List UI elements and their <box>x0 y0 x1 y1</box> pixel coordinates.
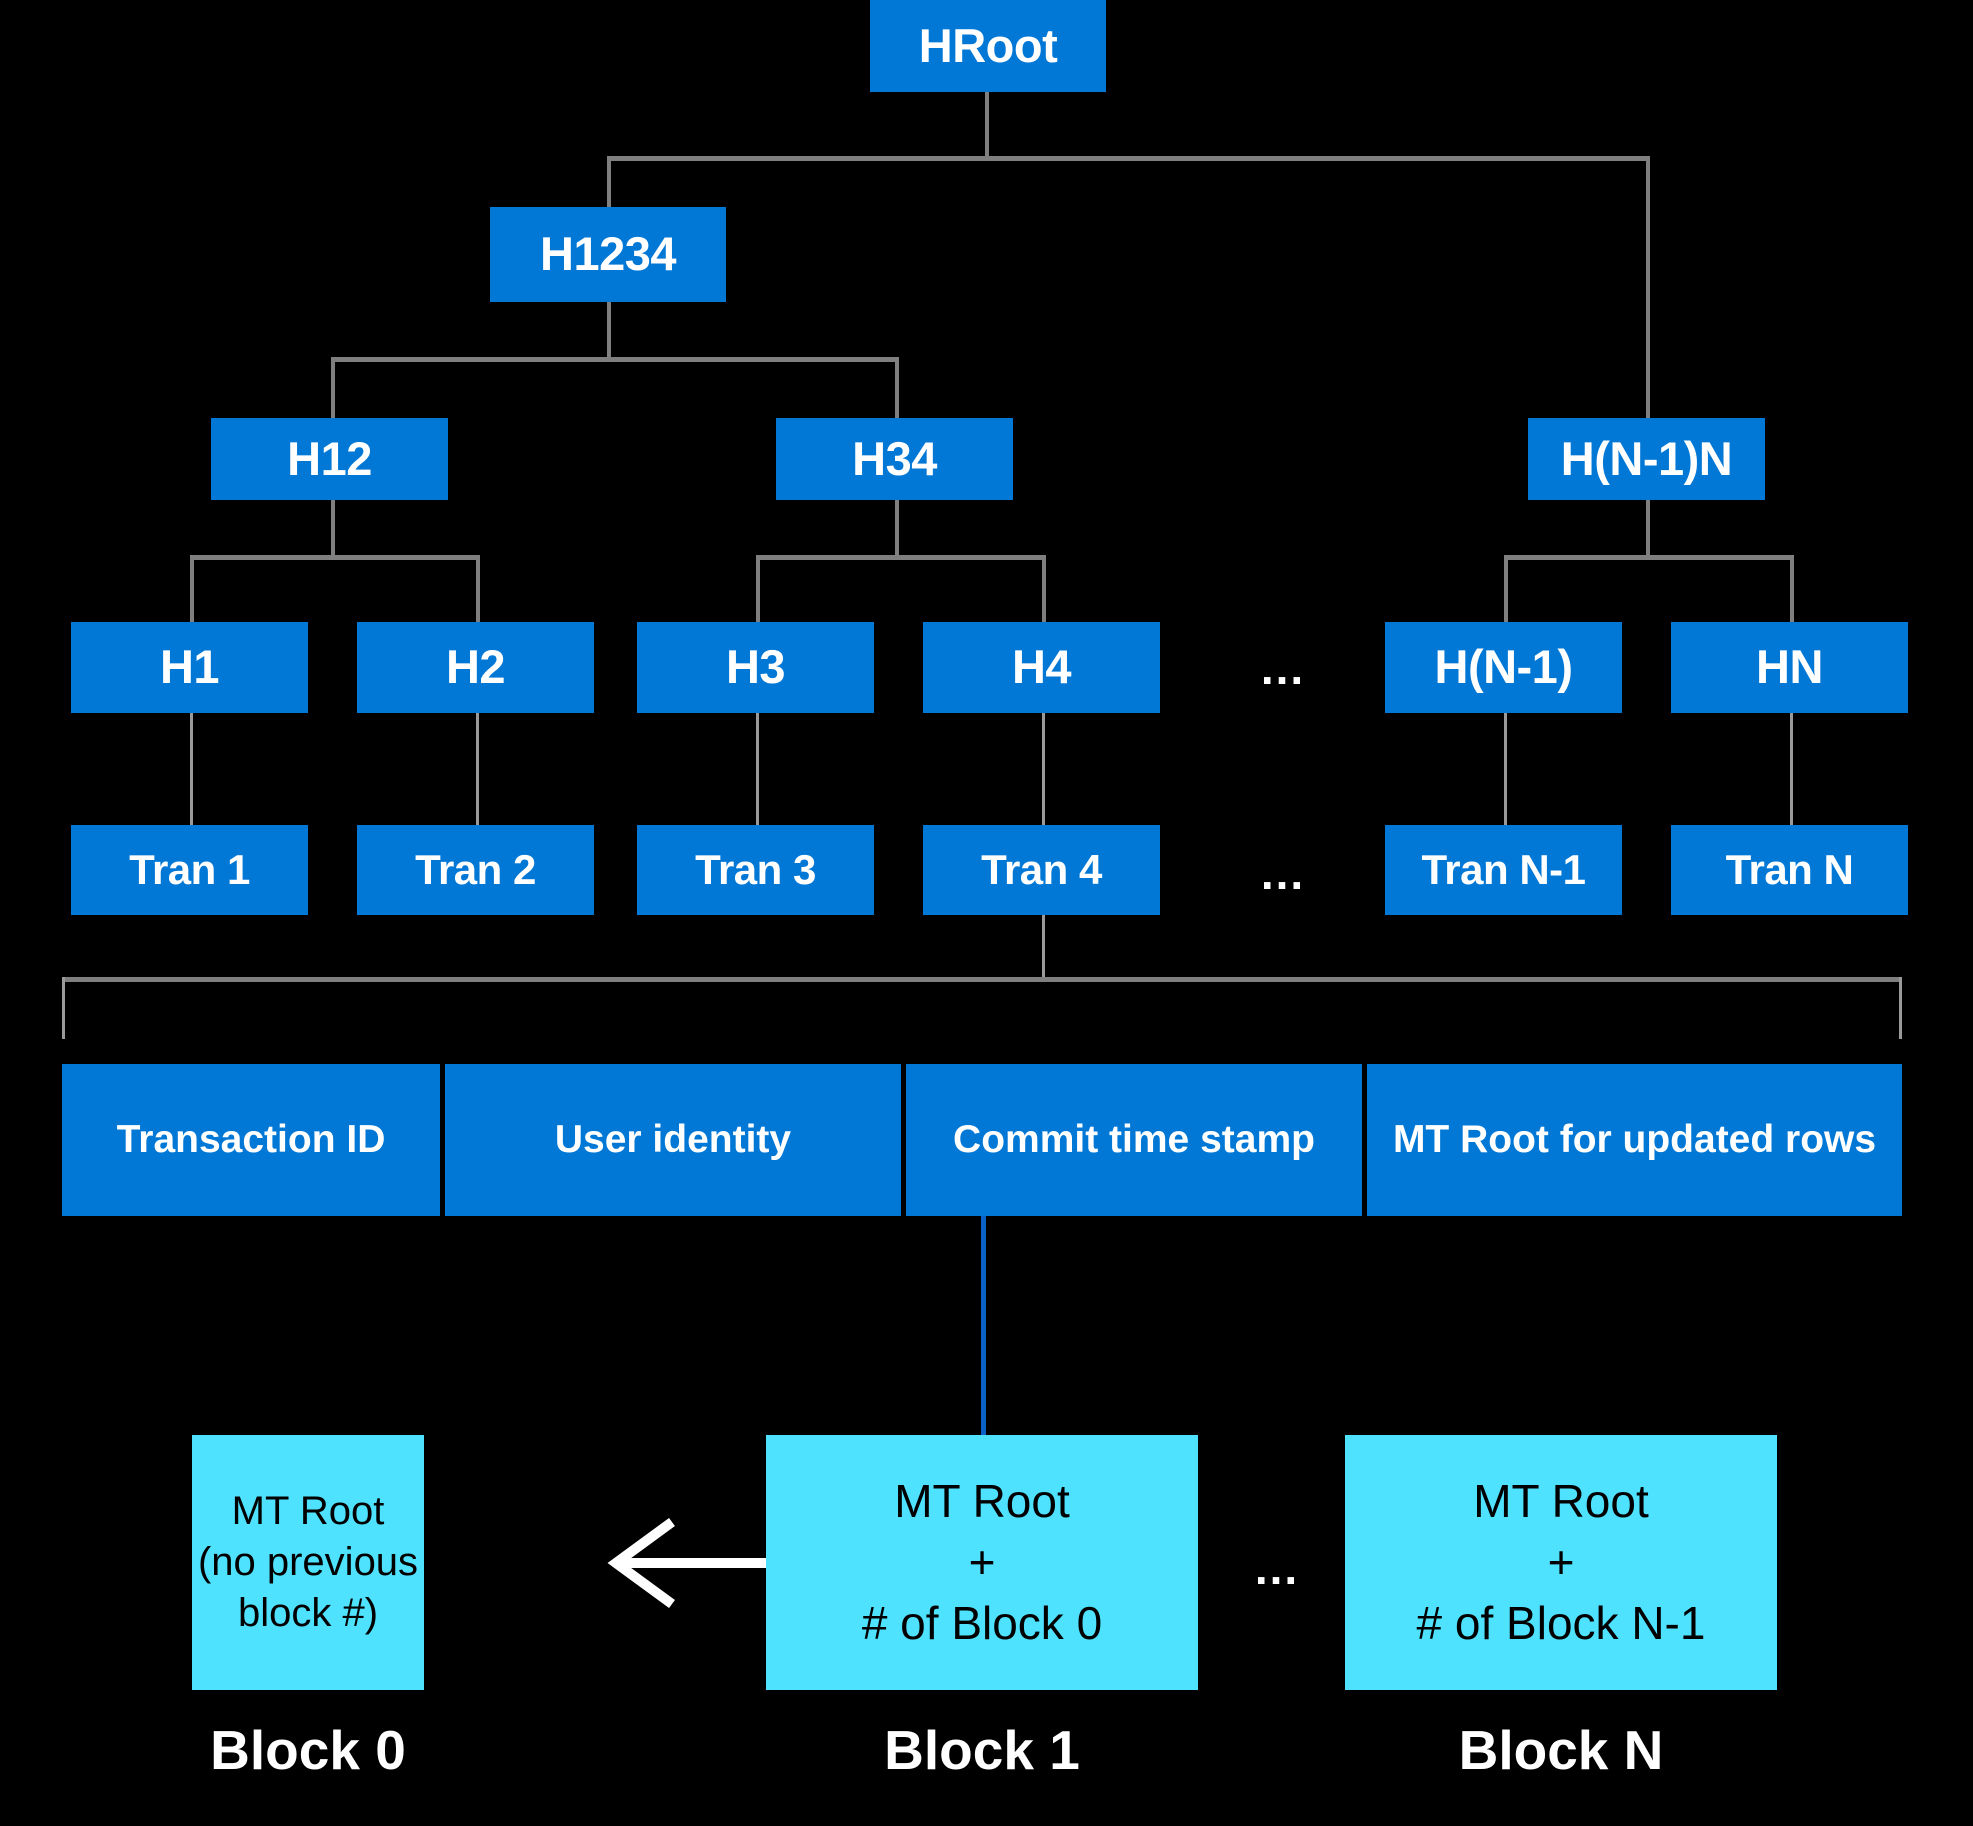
connector-h12-bus <box>190 555 480 560</box>
connector-hroot-bus <box>607 156 1648 161</box>
ellipsis-hash-row: ... <box>1260 642 1306 694</box>
connector-hn1n-bus <box>1504 555 1794 560</box>
connector-hn1n-stem <box>1646 500 1650 558</box>
connector-to-h3 <box>756 555 760 622</box>
node-hn1n[interactable]: H(N-1)N <box>1528 418 1765 500</box>
node-tran-n-label: Tran N <box>1725 846 1854 894</box>
block-n-line-2: + <box>1547 1536 1575 1589</box>
connector-to-hn1 <box>1504 555 1508 622</box>
connector-hroot-stem <box>985 92 989 159</box>
connector-h3-tran3 <box>756 713 759 825</box>
connector-h34-bus <box>756 555 1046 560</box>
node-hn[interactable]: HN <box>1671 622 1908 713</box>
connector-h12-stem <box>331 500 335 558</box>
node-tran-2-label: Tran 2 <box>415 846 536 894</box>
ellipsis-transaction-row: ... <box>1260 847 1306 899</box>
ellipsis-block-row: ... <box>1254 1542 1300 1594</box>
connector-to-h1 <box>190 555 194 622</box>
node-tran-3[interactable]: Tran 3 <box>637 825 874 915</box>
node-h1-label: H1 <box>159 640 220 694</box>
node-hroot-label: HRoot <box>918 18 1058 72</box>
connector-h4-tran4 <box>1042 713 1045 825</box>
detail-bracket-left <box>62 977 65 1039</box>
connector-h1234-stem <box>607 302 611 360</box>
block-0-caption: Block 0 <box>210 1719 406 1781</box>
node-h12-label: H12 <box>287 431 372 485</box>
arrow-block1-to-block0 <box>607 1517 766 1609</box>
node-h2-label: H2 <box>445 640 506 694</box>
detail-bracket-right <box>1899 977 1902 1039</box>
node-h12[interactable]: H12 <box>211 418 448 500</box>
node-tran-1[interactable]: Tran 1 <box>71 825 308 915</box>
block-1-box[interactable]: MT Root + # of Block 0 <box>766 1435 1198 1690</box>
block-1-caption: Block 1 <box>884 1719 1080 1781</box>
node-h1234[interactable]: H1234 <box>490 207 726 302</box>
node-hroot[interactable]: HRoot <box>870 0 1106 92</box>
node-h1[interactable]: H1 <box>71 622 308 713</box>
node-hn1[interactable]: H(N-1) <box>1385 622 1622 713</box>
connector-h1-tran1 <box>190 713 193 825</box>
detail-cell-mt-root-updated-rows[interactable]: MT Root for updated rows <box>1367 1064 1902 1216</box>
block-n-line-3: # of Block N-1 <box>1416 1596 1706 1649</box>
node-h4[interactable]: H4 <box>923 622 1160 713</box>
node-hn-label: HN <box>1756 640 1823 694</box>
block-n-caption: Block N <box>1458 1719 1664 1781</box>
node-tran-4-label: Tran 4 <box>981 846 1102 894</box>
connector-to-h1234 <box>607 156 611 208</box>
detail-cell-commit-time-stamp-label: Commit time stamp <box>953 1118 1315 1162</box>
node-h3-label: H3 <box>725 640 786 694</box>
block-0-line-2: (no previous <box>197 1539 419 1584</box>
block-1-line-3: # of Block 0 <box>861 1596 1103 1649</box>
node-tran-1-label: Tran 1 <box>129 846 250 894</box>
connector-to-h2 <box>476 555 480 622</box>
block-n-line-1: MT Root <box>1473 1475 1649 1528</box>
block-1-line-2: + <box>968 1536 996 1589</box>
detail-cell-commit-time-stamp[interactable]: Commit time stamp <box>906 1064 1367 1216</box>
node-tran-n[interactable]: Tran N <box>1671 825 1908 915</box>
node-h2[interactable]: H2 <box>357 622 594 713</box>
node-tran-n-1[interactable]: Tran N-1 <box>1385 825 1622 915</box>
node-h3[interactable]: H3 <box>637 622 874 713</box>
connector-to-hn1n <box>1646 156 1650 418</box>
detail-cell-transaction-id[interactable]: Transaction ID <box>62 1064 445 1216</box>
connector-h34-stem <box>895 500 899 558</box>
transaction-detail-bar: Transaction ID User identity Commit time… <box>62 1064 1902 1216</box>
connector-h2-tran2 <box>476 713 479 825</box>
node-h1234-label: H1234 <box>540 227 677 281</box>
block-0-line-3: block #) <box>237 1591 379 1636</box>
node-h34-label: H34 <box>852 431 937 485</box>
block-n-box[interactable]: MT Root + # of Block N-1 <box>1345 1435 1777 1690</box>
detail-cell-transaction-id-label: Transaction ID <box>116 1118 386 1162</box>
node-hn1-label: H(N-1) <box>1434 640 1573 694</box>
connector-hn-trann <box>1790 713 1793 825</box>
connector-to-h34 <box>895 357 899 419</box>
detail-bracket-top <box>62 977 1902 982</box>
detail-cell-user-identity-label: User identity <box>554 1118 792 1162</box>
block-0-box[interactable]: MT Root (no previous block #) <box>192 1435 424 1690</box>
connector-to-h12 <box>331 357 335 419</box>
node-h34[interactable]: H34 <box>776 418 1013 500</box>
node-h4-label: H4 <box>1011 640 1072 694</box>
connector-to-hn <box>1790 555 1794 622</box>
block-0-line-1: MT Root <box>231 1488 385 1533</box>
node-tran-4[interactable]: Tran 4 <box>923 825 1160 915</box>
connector-hn1-trann1 <box>1504 713 1507 825</box>
node-tran-n-1-label: Tran N-1 <box>1421 846 1586 894</box>
connector-tran4-detail <box>1042 915 1045 980</box>
node-tran-2[interactable]: Tran 2 <box>357 825 594 915</box>
connector-to-h4 <box>1042 555 1046 622</box>
connector-h1234-bus <box>331 357 899 362</box>
detail-cell-user-identity[interactable]: User identity <box>445 1064 906 1216</box>
connector-mtroot-block1 <box>981 1216 986 1437</box>
node-hn1n-label: H(N-1)N <box>1560 431 1733 485</box>
block-1-line-1: MT Root <box>894 1475 1070 1528</box>
detail-cell-mt-root-updated-rows-label: MT Root for updated rows <box>1392 1118 1877 1162</box>
node-tran-3-label: Tran 3 <box>695 846 816 894</box>
